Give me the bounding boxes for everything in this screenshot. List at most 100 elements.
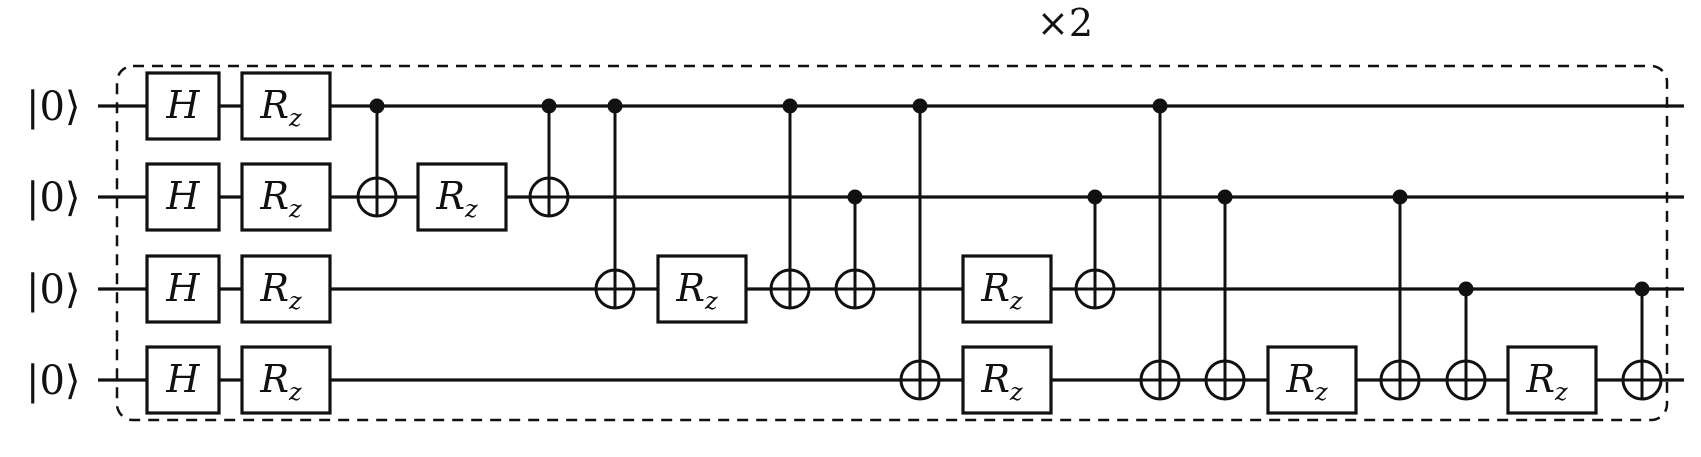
gate-box — [1506, 345, 1598, 415]
control-dot — [1634, 281, 1650, 297]
cnot-gate — [1445, 281, 1487, 401]
gate-label-main: R — [980, 357, 1010, 401]
gate-label: Rz — [980, 266, 1023, 315]
gate-label-main: R — [259, 174, 289, 218]
control-dot — [369, 98, 385, 114]
gate-label: Rz — [259, 83, 302, 132]
control-dot — [912, 98, 928, 114]
gate-label: Rz — [1525, 357, 1568, 406]
gate-label-main: R — [1285, 357, 1315, 401]
hadamard-gate: H — [145, 162, 221, 232]
qubit-labels: |0⟩ |0⟩ |0⟩ |0⟩ — [26, 84, 81, 404]
gate-label-subscript: z — [1314, 378, 1328, 406]
gate-label-main: R — [435, 174, 465, 218]
cnot-gate — [1204, 189, 1246, 401]
qubit-label-0: |0⟩ — [26, 84, 81, 130]
gate-label: Rz — [259, 174, 302, 223]
gate-label-main: R — [675, 266, 705, 310]
cnot-gate — [356, 98, 398, 218]
cnot-gate — [834, 189, 876, 310]
cnot-gate — [1074, 189, 1116, 310]
gate-label-subscript: z — [288, 195, 302, 223]
gate-label-main: R — [980, 266, 1010, 310]
control-dot — [1152, 98, 1168, 114]
control-dot — [782, 98, 798, 114]
gate-label: Rz — [980, 357, 1023, 406]
rz-gate: Rz — [240, 254, 332, 324]
gate-label: Rz — [675, 266, 718, 315]
qubit-wires — [98, 104, 1684, 382]
rz-gate: Rz — [240, 162, 332, 232]
cnot-gate — [528, 98, 570, 218]
cnot-gate — [1139, 98, 1181, 401]
gate-label: Rz — [435, 174, 478, 223]
gate-label-subscript: z — [288, 287, 302, 315]
control-dot — [541, 98, 557, 114]
gate-label-main: H — [165, 357, 200, 401]
rz-gate: Rz — [961, 254, 1053, 324]
cnot-gate — [769, 98, 811, 310]
gate-box — [961, 345, 1053, 415]
gate-box — [240, 345, 332, 415]
gate-box — [656, 254, 748, 324]
cnot-gate — [899, 98, 941, 401]
hadamard-gate: H — [145, 345, 221, 415]
gate-box — [145, 71, 221, 141]
cnot-gate — [1379, 189, 1421, 401]
gate-label-main: R — [259, 357, 289, 401]
gate-label-main: R — [1525, 357, 1555, 401]
gate-label-main: R — [259, 83, 289, 127]
gate-box — [240, 71, 332, 141]
rz-gate: Rz — [1506, 345, 1598, 415]
gate-box — [145, 345, 221, 415]
repeat-block-frame — [115, 64, 1669, 422]
hadamard-gate: H — [145, 71, 221, 141]
gate-label-main: H — [165, 83, 200, 127]
rz-gate: Rz — [416, 162, 508, 232]
gate-label-main: H — [165, 266, 200, 310]
rz-gate: Rz — [961, 345, 1053, 415]
gate-label: Rz — [259, 357, 302, 406]
rz-gate: Rz — [240, 71, 332, 141]
gate-label-subscript: z — [1009, 378, 1023, 406]
gate-box — [145, 254, 221, 324]
gate-box — [961, 254, 1053, 324]
gate-label-subscript: z — [1009, 287, 1023, 315]
control-dot — [1458, 281, 1474, 297]
control-dot — [1217, 189, 1233, 205]
gate-label-main: H — [165, 174, 200, 218]
gate-label: Rz — [259, 266, 302, 315]
gate-label-subscript: z — [288, 378, 302, 406]
gate-label-subscript: z — [288, 104, 302, 132]
gate-box — [145, 162, 221, 232]
gate-label: Rz — [1285, 357, 1328, 406]
qubit-label-2: |0⟩ — [26, 267, 81, 313]
rz-gate: Rz — [656, 254, 748, 324]
gate-box — [240, 162, 332, 232]
gate-label: H — [165, 357, 200, 401]
gate-label-main: R — [259, 266, 289, 310]
rz-gate: Rz — [1266, 345, 1358, 415]
control-dot — [1087, 189, 1103, 205]
gate-label-subscript: z — [464, 195, 478, 223]
repeat-label: ×2 — [1037, 1, 1093, 45]
control-dot — [1392, 189, 1408, 205]
cnot-gate — [1621, 281, 1663, 401]
gate-box — [1266, 345, 1358, 415]
gate-label-subscript: z — [1554, 378, 1568, 406]
cnot-gate — [594, 98, 636, 310]
control-dot — [607, 98, 623, 114]
control-dot — [847, 189, 863, 205]
qubit-label-1: |0⟩ — [26, 175, 81, 221]
gate-box — [416, 162, 508, 232]
gate-label-subscript: z — [704, 287, 718, 315]
gate-label: H — [165, 83, 200, 127]
qubit-label-3: |0⟩ — [26, 358, 81, 404]
hadamard-gate: H — [145, 254, 221, 324]
gate-label: H — [165, 174, 200, 218]
gate-box — [240, 254, 332, 324]
rz-gate: Rz — [240, 345, 332, 415]
gate-label: H — [165, 266, 200, 310]
